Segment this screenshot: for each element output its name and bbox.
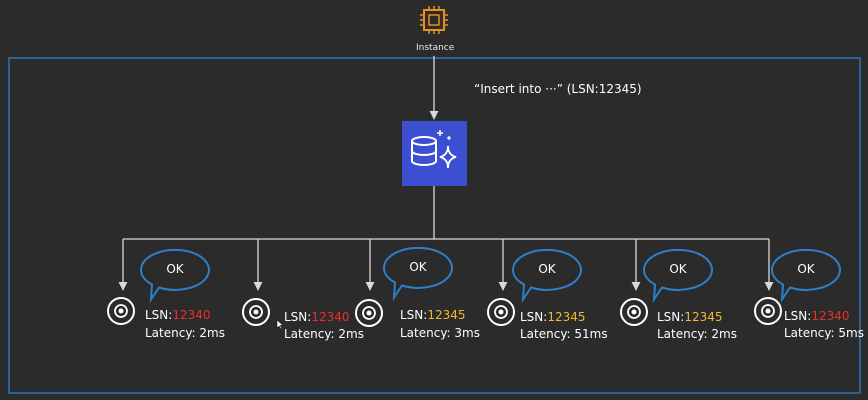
lsn-prefix: LSN:	[284, 310, 312, 324]
ack-bubble	[382, 246, 453, 302]
replica-latency: Latency: 2ms	[145, 326, 225, 340]
lsn-prefix: LSN:	[784, 309, 812, 323]
replica-node-icon	[242, 298, 270, 326]
lsn-prefix: LSN:	[400, 308, 428, 322]
mouse-cursor-icon	[276, 319, 284, 330]
ack-bubble	[139, 248, 210, 304]
lsn-value: 12340	[172, 308, 211, 322]
chip-icon	[420, 6, 448, 34]
replica-lsn: LSN:12345	[657, 310, 723, 324]
lsn-value: 12345	[684, 310, 723, 324]
replica-latency: Latency: 3ms	[400, 326, 480, 340]
replica-latency: Latency: 5ms	[784, 326, 864, 340]
replica-node-icon	[620, 298, 648, 326]
replica-lsn: LSN:12345	[520, 310, 586, 324]
replica-lsn: LSN:12340	[284, 310, 350, 324]
replica-node-icon	[355, 299, 383, 327]
instance-label: Instance	[416, 43, 455, 53]
lsn-prefix: LSN:	[145, 308, 173, 322]
replica-node-icon	[754, 297, 782, 325]
ack-label: OK	[538, 262, 556, 276]
ack-label: OK	[797, 262, 815, 276]
replica-lsn: LSN:12340	[145, 308, 211, 322]
ack-bubble	[511, 248, 582, 304]
ack-label: OK	[166, 262, 184, 276]
replica-lsn: LSN:12345	[400, 308, 466, 322]
replica-latency: Latency: 2ms	[284, 327, 364, 341]
lsn-value: 12340	[811, 309, 850, 323]
ack-label: OK	[669, 262, 687, 276]
replica-latency: Latency: 51ms	[520, 327, 608, 341]
replica-node-icon	[107, 297, 135, 325]
ack-label: OK	[409, 260, 427, 274]
replica-lsn: LSN:12340	[784, 309, 850, 323]
lsn-value: 12340	[311, 310, 350, 324]
lsn-value: 12345	[547, 310, 586, 324]
lsn-value: 12345	[427, 308, 466, 322]
ack-bubble	[642, 248, 713, 304]
replica-latency: Latency: 2ms	[657, 327, 737, 341]
write-statement-label: “Insert into ···” (LSN:12345)	[474, 82, 642, 96]
ack-bubble	[770, 248, 841, 304]
replica-node-icon	[487, 298, 515, 326]
lsn-prefix: LSN:	[520, 310, 548, 324]
lsn-prefix: LSN:	[657, 310, 685, 324]
database-sparkle-icon	[402, 121, 467, 186]
